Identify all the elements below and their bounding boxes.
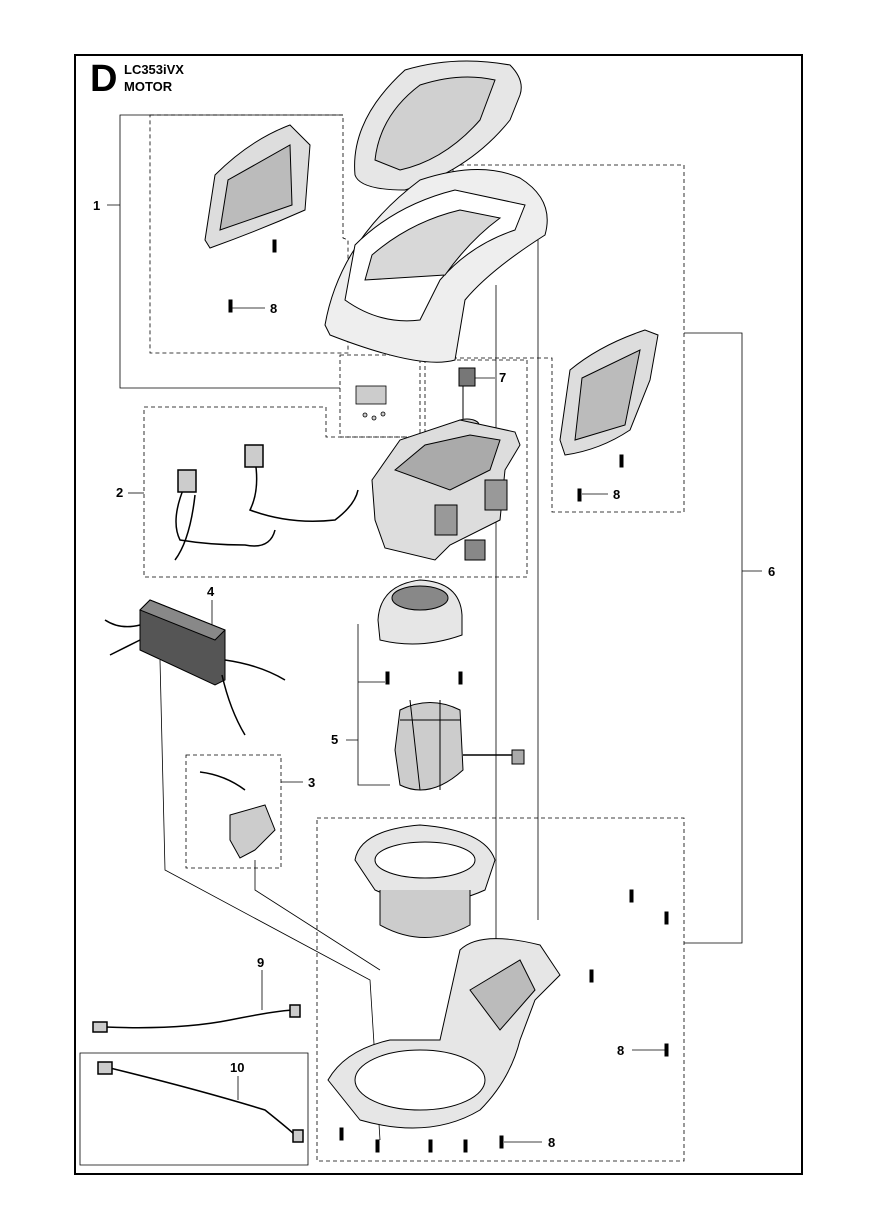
chassis-housing (371, 419, 521, 561)
side-panel-right (559, 329, 659, 456)
controller-unit (104, 599, 286, 736)
callout-7: 7 (499, 370, 507, 385)
callout-4: 4 (207, 584, 215, 599)
group-box-3 (185, 754, 282, 869)
leader-1 (107, 114, 343, 389)
section-title: MOTOR (124, 79, 173, 94)
motor-cap (377, 579, 463, 645)
motor-housing (354, 824, 496, 938)
callout-8-a: 8 (270, 301, 278, 316)
leader-6 (684, 332, 762, 944)
lower-chassis (327, 938, 561, 1129)
callout-9: 9 (257, 955, 265, 970)
leader-5 (346, 624, 390, 786)
screws (228, 239, 669, 1153)
main-cover (324, 168, 548, 363)
motor-unit (394, 699, 525, 791)
board-assembly (199, 771, 276, 859)
callout-3: 3 (308, 775, 316, 790)
wire-harness (174, 444, 359, 561)
diagram-frame (74, 54, 803, 1175)
callout-8-d: 8 (548, 1135, 556, 1150)
model-name: LC353iVX (124, 62, 184, 77)
cable-part-10 (97, 1061, 304, 1143)
callout-8-c: 8 (617, 1043, 625, 1058)
callout-5: 5 (331, 732, 339, 747)
cable-part-9 (92, 1004, 301, 1033)
callout-10: 10 (230, 1060, 245, 1075)
callout-6: 6 (768, 564, 776, 579)
switch-module (355, 385, 387, 421)
side-panel-left (204, 124, 311, 249)
group-box-10 (79, 1052, 309, 1166)
upper-cover (354, 60, 522, 191)
section-letter: D (90, 58, 118, 100)
callout-2: 2 (116, 485, 124, 500)
callout-1: 1 (93, 198, 101, 213)
group-box-6-lower (316, 817, 685, 1162)
callout-8-b: 8 (613, 487, 621, 502)
